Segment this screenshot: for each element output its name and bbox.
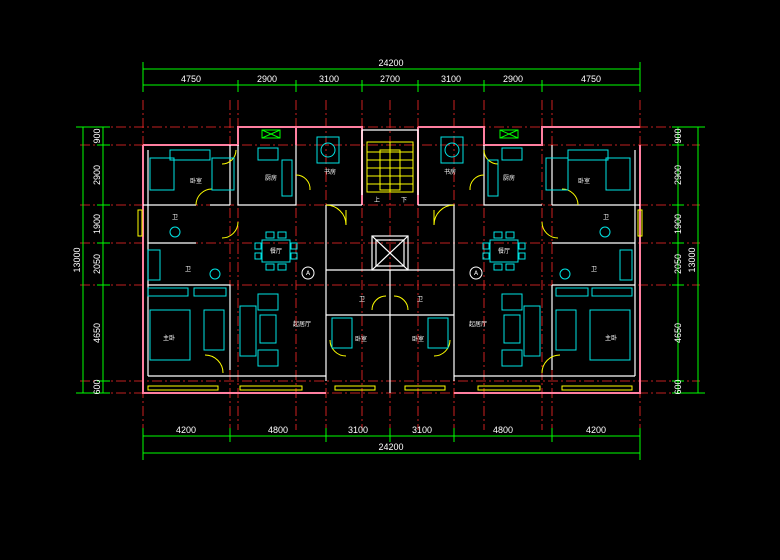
bottom-dim-3: 3100 [348,425,368,435]
room-label-bedroom-center-right: 卧室 [412,335,424,343]
doors [137,149,643,391]
axis-bubble-left [301,266,315,280]
right-dim-4: 2050 [673,254,683,274]
dimension-lines [76,62,705,460]
right-total-dim: 13000 [687,247,697,272]
left-dim-5: 4650 [92,323,102,343]
room-label-bath-left-1: 卫 [172,214,178,221]
top-dim-7: 4750 [581,74,601,84]
room-label-bath-center-2: 卫 [417,296,423,303]
axis-bubble-right [469,266,483,280]
room-label-living-right: 起居厅 [469,320,487,328]
top-dim-3: 3100 [319,74,339,84]
room-label-bedroom-center-left: 卧室 [355,335,367,343]
furniture [147,129,633,367]
top-dim-6: 2900 [503,74,523,84]
room-label-master-right: 主卧 [605,334,617,342]
room-labels: 卧室 厨房 书房 书房 厨房 卧室 卫 卫 卫 卫 餐厅 餐厅 卫 卫 主卧 起… [163,168,617,343]
axis-bubble-left-label: A [306,270,311,277]
bottom-dim-6: 4200 [586,425,606,435]
left-dim-4: 2050 [92,254,102,274]
bottom-dim-5: 4800 [493,425,513,435]
left-dim-6: 600 [92,379,102,394]
room-label-bedroom-right: 卧室 [578,177,590,185]
room-label-living-left: 起居厅 [293,320,311,328]
bottom-dim-1: 4200 [176,425,196,435]
room-label-bath-center-1: 卫 [359,296,365,303]
axis-bubble-right-label: A [474,270,479,277]
room-label-study-left: 书房 [324,168,336,176]
walls [142,126,641,394]
top-dim-1: 4750 [181,74,201,84]
stair-up-label: 上 [374,196,380,204]
right-dim-3: 1900 [673,214,683,234]
room-label-bath-right-2: 卫 [591,266,597,273]
top-dim-5: 3100 [441,74,461,84]
left-dim-3: 1900 [92,214,102,234]
top-total-dim: 24200 [378,58,403,68]
right-dim-2: 2900 [673,165,683,185]
left-dim-2: 2900 [92,165,102,185]
bottom-dim-4: 3100 [412,425,432,435]
top-dim-4: 2700 [380,74,400,84]
stair-down-label: 下 [401,197,407,204]
bottom-dim-2: 4800 [268,425,288,435]
room-label-master-left: 主卧 [163,334,175,342]
room-label-study-right: 书房 [444,168,456,176]
right-dim-5: 4650 [673,323,683,343]
room-label-bedroom-left: 卧室 [190,177,202,185]
left-total-dim: 13000 [72,247,82,272]
bottom-total-dim: 24200 [378,442,403,452]
left-dim-1: 900 [92,128,102,143]
right-dim-1: 900 [673,128,683,143]
room-label-kitchen-right: 厨房 [503,174,515,182]
room-label-kitchen-left: 厨房 [265,174,277,182]
room-label-bath-right-1: 卫 [603,214,609,221]
room-label-dining-left: 餐厅 [270,247,282,255]
right-dim-6: 600 [673,379,683,394]
room-label-bath-left-2: 卫 [185,266,191,273]
top-dim-2: 2900 [257,74,277,84]
dimension-labels: 24200 4750 2900 3100 2700 3100 2900 4750… [72,58,697,452]
room-label-dining-right: 餐厅 [498,247,510,255]
stair: 上 下 [366,141,414,204]
